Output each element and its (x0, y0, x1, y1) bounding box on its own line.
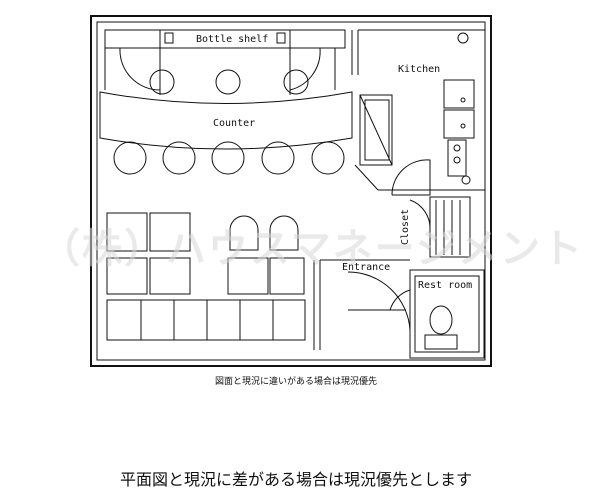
kitchen: Kitchen (398, 32, 475, 185)
kitchen-label: Kitchen (398, 64, 440, 75)
rest-room-label: Rest room (418, 280, 472, 291)
closet: Closet (400, 196, 471, 258)
caption-small: 図面と現況に違いがある場合は現況優先 (214, 377, 377, 387)
entrance: Entrance (313, 259, 411, 350)
kitchen-partition (351, 29, 485, 196)
sofa-seating (106, 212, 306, 341)
counter: Counter (99, 91, 353, 150)
closet-label: Closet (400, 209, 411, 245)
toilet-icon (429, 305, 453, 335)
back-stools (149, 69, 309, 95)
caption-large: 平面図と現況に差がある場合は現況優先とします (119, 470, 472, 489)
bottle-shelf-label: Bottle shelf (196, 34, 268, 45)
outer-wall (90, 15, 492, 367)
bottle-shelf: Bottle shelf (104, 29, 346, 95)
inner-wall (96, 21, 486, 361)
entrance-label: Entrance (342, 262, 390, 273)
rest-room: Rest room (389, 269, 485, 359)
watermark: （株）ハウスマネージメント (40, 226, 584, 272)
counter-label: Counter (213, 118, 255, 129)
counter-stools (113, 141, 345, 175)
floor-plan: Bottle shelf Counter (40, 15, 584, 367)
